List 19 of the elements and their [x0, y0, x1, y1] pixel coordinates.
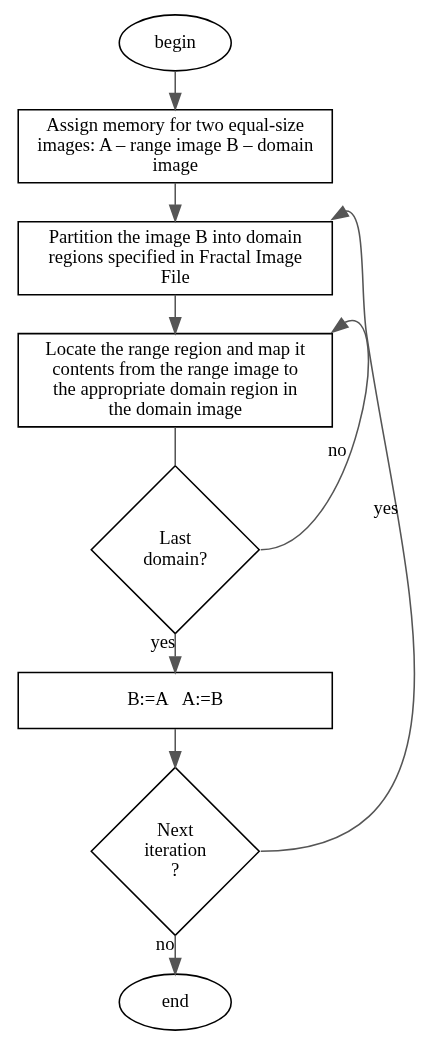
edge-label: no — [327, 438, 347, 460]
node-ellipse: begin — [118, 14, 232, 72]
arrow — [168, 70, 182, 112]
arrow — [259, 317, 369, 551]
node-diamond: Last domain? — [89, 464, 260, 635]
arrow — [168, 728, 182, 770]
arrow — [259, 205, 415, 853]
node-diamond: Next iteration ? — [89, 766, 260, 937]
node-ellipse: end — [118, 973, 232, 1031]
arrow — [168, 934, 182, 977]
connector — [173, 426, 176, 467]
arrow — [168, 294, 182, 336]
arrow — [168, 633, 182, 675]
arrow — [168, 182, 182, 224]
node-box: Assign memory for two equal-size images: A – range image B – domain image — [16, 108, 333, 184]
node-box: B:=A A:=B — [16, 671, 333, 730]
node-box: Locate the range region and map it contents from the range image to the appropriate domain region in the domain image — [16, 332, 333, 428]
edge-label: yes — [373, 496, 398, 518]
node-box: Partition the image B into domain regions specified in Fractal Image File — [16, 220, 333, 296]
